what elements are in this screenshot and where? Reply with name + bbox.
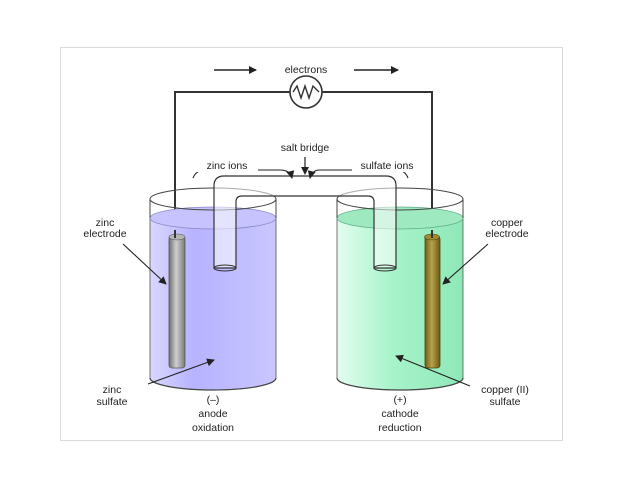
figure-frame [60, 47, 563, 441]
copper-electrode-pointer [442, 243, 489, 285]
zinc-electrode [168, 235, 186, 369]
anode-sign: (–) [207, 394, 220, 406]
resistor-icon [289, 75, 323, 109]
cathode-label: cathode [381, 408, 419, 420]
cathode-sign: (+) [393, 394, 406, 406]
salt-bridge [213, 175, 397, 272]
copper-electrode-label-line2: electrode [485, 228, 528, 240]
zinc-sulfate-pointer [147, 358, 215, 385]
cathode-beaker [336, 187, 464, 391]
copper-electrode-label-line1: copper [491, 217, 524, 229]
reduction-label: reduction [378, 422, 421, 434]
sulfate-ions-label: sulfate ions [360, 160, 413, 172]
anode-label: anode [198, 408, 227, 420]
zinc-sulfate-label-line1: zinc [103, 384, 122, 396]
copper-electrode [424, 235, 441, 369]
zinc-electrode-label-line1: zinc [96, 217, 115, 229]
oxidation-label: oxidation [192, 422, 234, 434]
copper-sulfate-label-line2: sulfate [490, 396, 521, 408]
salt-bridge-label: salt bridge [281, 142, 330, 154]
copper-sulfate-pointer [395, 354, 471, 387]
zinc-electrode-label-line2: electrode [83, 228, 126, 240]
zinc-sulfate-label-line2: sulfate [97, 396, 128, 408]
zinc-electrode-pointer [122, 243, 167, 285]
zinc-ions-label: zinc ions [207, 160, 248, 172]
copper-sulfate-label-line1: copper (II) [481, 384, 529, 396]
electrons-label: electrons [285, 64, 328, 76]
